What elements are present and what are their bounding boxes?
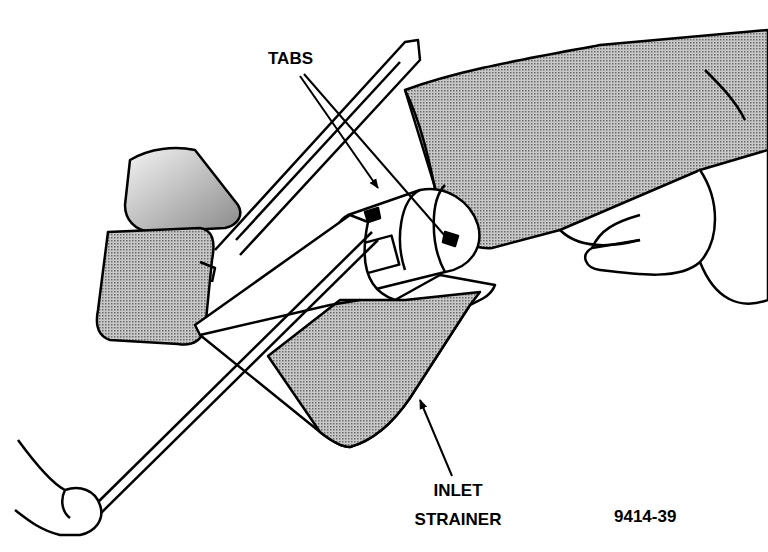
part-label: INLET STRAINER bbox=[402, 476, 514, 534]
leader-lines bbox=[300, 74, 452, 476]
line-art bbox=[15, 30, 768, 535]
figure-number: 9414-39 bbox=[614, 502, 676, 531]
part-label: TABS bbox=[268, 44, 313, 73]
